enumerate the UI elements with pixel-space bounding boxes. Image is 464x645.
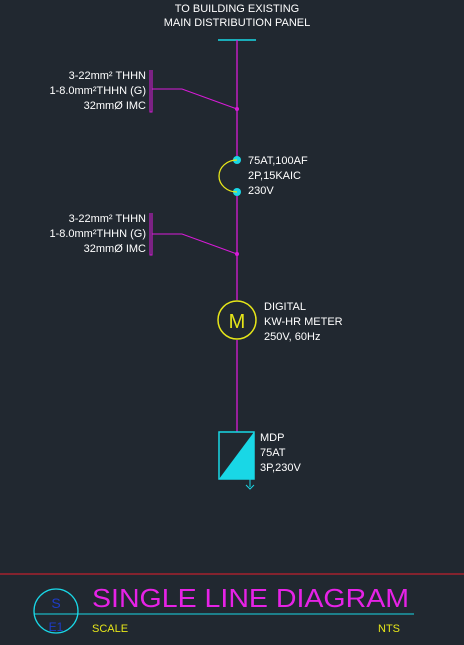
mdp-label: MDP [260, 432, 284, 444]
scale-label: SCALE [92, 623, 128, 635]
section-bubble-bottom: E1 [49, 620, 64, 634]
feeder1-leader [152, 88, 238, 110]
mdp-poles: 3P,230V [260, 462, 301, 474]
meter-type: DIGITAL [264, 301, 306, 313]
feeder1-conductors: 3-22mm² THHN [69, 70, 146, 82]
feeder2-conductors: 3-22mm² THHN [69, 213, 146, 225]
breaker-poles: 2P,15KAIC [248, 170, 301, 182]
feeder1-node [235, 107, 239, 111]
feeder1-bracket [149, 70, 153, 113]
header-line-2: MAIN DISTRIBUTION PANEL [164, 17, 310, 29]
mdp-rating: 75AT [260, 447, 286, 459]
feeder2-conduit: 32mmØ IMC [84, 243, 146, 255]
breaker-rating: 75AT,100AF [248, 155, 308, 167]
section-bubble [33, 588, 79, 634]
feeder1-conduit: 32mmØ IMC [84, 100, 146, 112]
feeder2-ground: 1-8.0mm²THHN (G) [49, 228, 146, 240]
meter-symbol: M [229, 311, 246, 333]
scale-value: NTS [378, 623, 400, 635]
meter-name: KW-HR METER [264, 316, 343, 328]
section-bubble-top: S [51, 595, 60, 611]
kwh-meter-icon [217, 300, 257, 340]
feeder2-bracket [149, 213, 153, 256]
ground-icon [245, 484, 255, 490]
breaker-arc-icon [218, 159, 238, 193]
feeder1-ground: 1-8.0mm²THHN (G) [49, 85, 146, 97]
meter-rating: 250V, 60Hz [264, 331, 320, 343]
feeder2-node [235, 252, 239, 256]
diagram-title: SINGLE LINE DIAGRAM [92, 583, 409, 613]
mdp-panel-fill [219, 432, 254, 479]
breaker-voltage: 230V [248, 185, 274, 197]
feeder2-leader [152, 233, 238, 255]
header-line-1: TO BUILDING EXISTING [175, 3, 300, 15]
